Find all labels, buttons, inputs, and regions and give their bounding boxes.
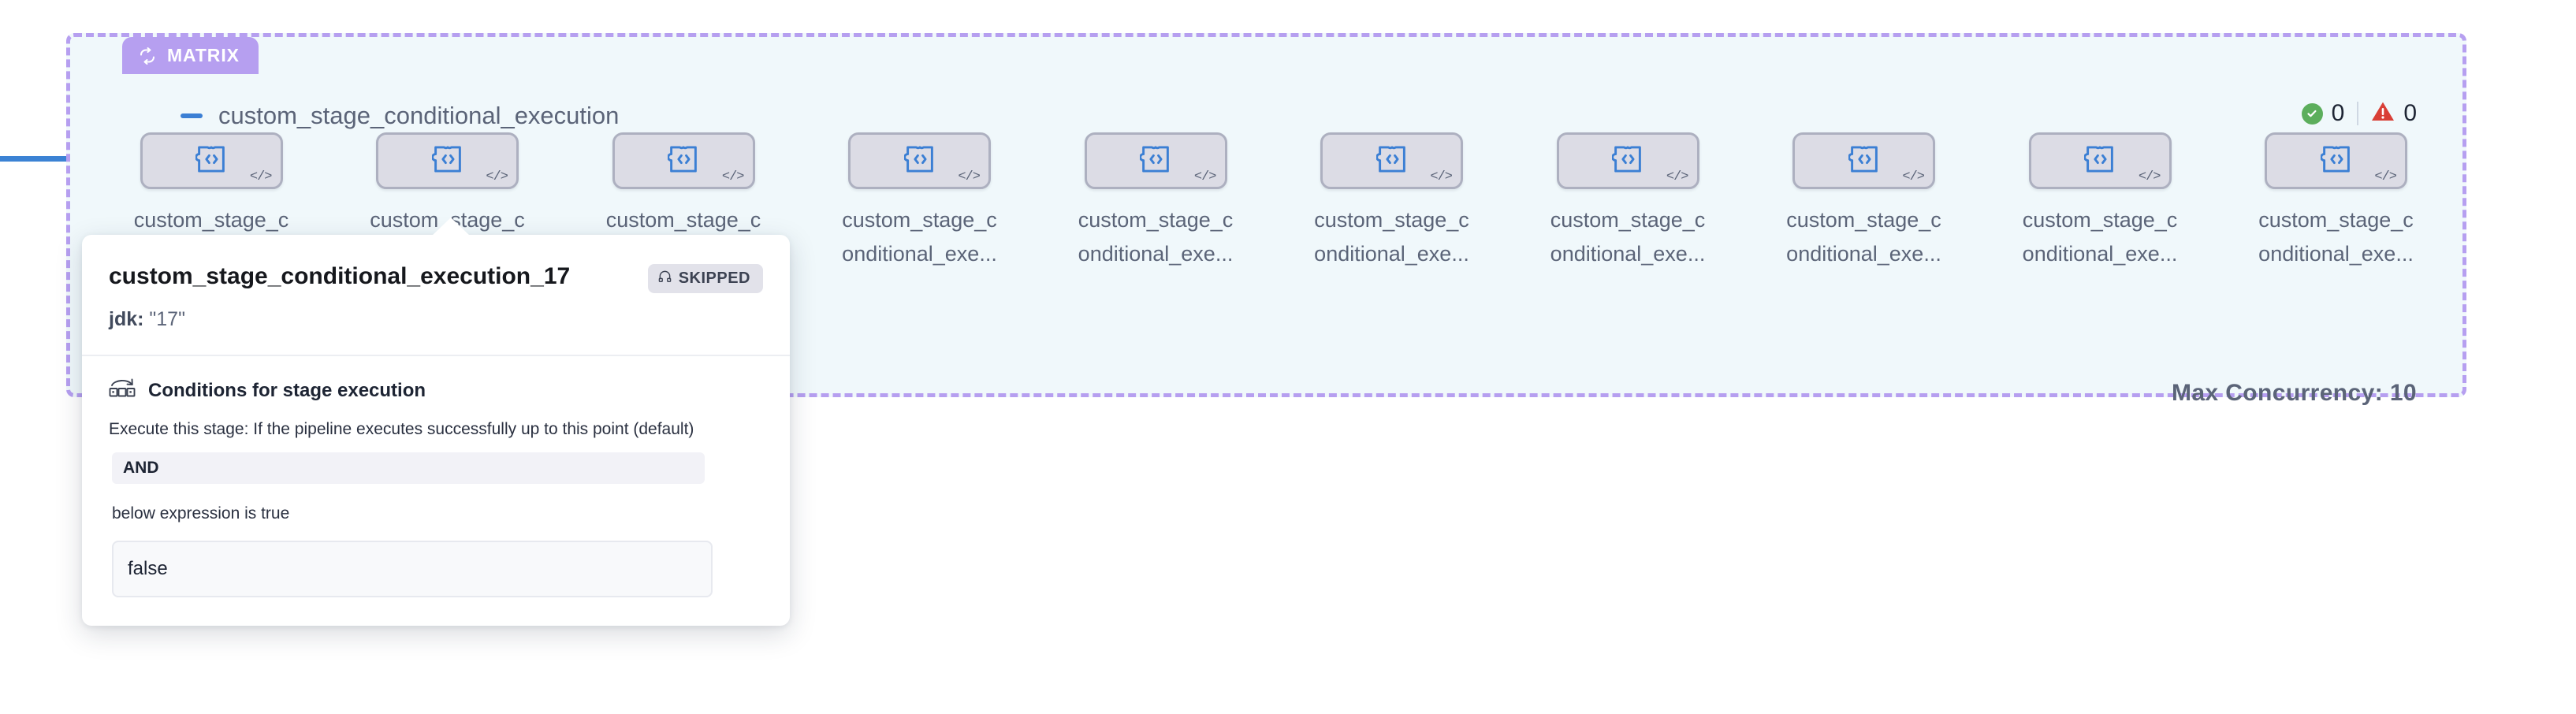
stage-node-box[interactable]: </> bbox=[1792, 132, 1935, 189]
condition-expression: false bbox=[112, 541, 713, 597]
custom-stage-code-icon bbox=[2319, 143, 2352, 179]
stage-node-label-line2: onditional_exe... bbox=[1078, 242, 1234, 266]
stage-header[interactable]: custom_stage_conditional_execution bbox=[181, 102, 619, 130]
code-tag-icon: </> bbox=[486, 169, 508, 184]
popover-parameter-key: jdk: bbox=[109, 308, 144, 330]
popover-parameter: jdk: "17" bbox=[109, 308, 763, 331]
popover-arrow bbox=[432, 218, 470, 236]
condition-operator: AND bbox=[112, 452, 705, 484]
stage-node-10[interactable]: </> custom_stage_c onditional_exe... bbox=[2253, 132, 2420, 271]
stage-node-box[interactable]: </> bbox=[1320, 132, 1463, 189]
popover-parameter-value: "17" bbox=[149, 308, 185, 330]
warning-triangle-icon bbox=[2371, 101, 2395, 126]
stage-node-7[interactable]: </> custom_stage_c onditional_exe... bbox=[1544, 132, 1711, 271]
custom-stage-code-icon bbox=[667, 143, 699, 179]
success-counter: 0 bbox=[2301, 100, 2345, 127]
warning-counter: 0 bbox=[2371, 100, 2417, 127]
stage-node-6[interactable]: </> custom_stage_c onditional_exe... bbox=[1308, 132, 1476, 271]
stage-node-label-line2: onditional_exe... bbox=[2022, 242, 2178, 266]
popover-divider bbox=[82, 355, 790, 356]
stage-details-popover: custom_stage_conditional_execution_17 SK… bbox=[82, 218, 790, 626]
stage-node-label: custom_stage_c onditional_exe... bbox=[1311, 203, 1472, 271]
stage-node-label-line1: custom_stage_c bbox=[1314, 208, 1469, 232]
custom-stage-code-icon bbox=[2083, 143, 2116, 179]
stage-node-label-line1: custom_stage_c bbox=[133, 208, 289, 232]
success-count: 0 bbox=[2331, 100, 2345, 126]
code-tag-icon: </> bbox=[1902, 169, 1925, 184]
custom-stage-code-icon bbox=[1375, 143, 1408, 179]
custom-stage-code-icon bbox=[1139, 143, 1171, 179]
stage-node-box[interactable]: </> bbox=[140, 132, 283, 189]
stage-node-box[interactable]: </> bbox=[2028, 132, 2172, 189]
conditions-heading: Conditions for stage execution bbox=[148, 379, 426, 401]
conditions-header: Conditions for stage execution bbox=[109, 377, 763, 404]
stage-node-label: custom_stage_c onditional_exe... bbox=[2019, 203, 2181, 271]
stage-node-label: custom_stage_c onditional_exe... bbox=[1075, 203, 1237, 271]
conditions-icon bbox=[109, 377, 136, 404]
custom-stage-code-icon bbox=[1611, 143, 1644, 179]
stage-node-label-line2: onditional_exe... bbox=[1550, 242, 1706, 266]
stage-node-label: custom_stage_c onditional_exe... bbox=[839, 203, 1000, 271]
stage-node-box[interactable]: </> bbox=[2265, 132, 2407, 189]
stage-node-8[interactable]: </> custom_stage_c onditional_exe... bbox=[1781, 132, 1948, 271]
stage-node-label-line1: custom_stage_c bbox=[2022, 208, 2178, 232]
stage-node-label: custom_stage_c onditional_exe... bbox=[1783, 203, 1945, 271]
code-tag-icon: </> bbox=[249, 169, 273, 184]
code-tag-icon: </> bbox=[721, 169, 745, 184]
stage-node-label-line2: onditional_exe... bbox=[2258, 242, 2414, 266]
popover-body: Conditions for stage execution Execute t… bbox=[82, 356, 790, 626]
loop-icon bbox=[138, 46, 157, 65]
minus-icon[interactable] bbox=[181, 113, 203, 118]
custom-stage-code-icon bbox=[195, 143, 227, 179]
stage-node-label-line2: onditional_exe... bbox=[842, 242, 997, 266]
stage-node-label-line1: custom_stage_c bbox=[2258, 208, 2414, 232]
stage-node-9[interactable]: </> custom_stage_c onditional_exe... bbox=[2016, 132, 2183, 271]
status-badge-label: SKIPPED bbox=[678, 270, 750, 287]
matrix-badge-label: MATRIX bbox=[167, 45, 240, 65]
stage-title: custom_stage_conditional_execution bbox=[218, 102, 620, 129]
max-concurrency-label: Max Concurrency: 10 bbox=[2171, 380, 2417, 406]
popover-header: custom_stage_conditional_execution_17 SK… bbox=[82, 235, 790, 355]
custom-stage-code-icon bbox=[430, 143, 463, 179]
stage-node-label-line1: custom_stage_c bbox=[842, 208, 997, 232]
stage-node-5[interactable]: </> custom_stage_c onditional_exe... bbox=[1072, 132, 1239, 271]
stage-node-label: custom_stage_c onditional_exe... bbox=[1547, 203, 1709, 271]
stage-nodes-row: </> custom_stage_c onditional_exe... </> cus… bbox=[0, 132, 2576, 322]
custom-stage-code-icon bbox=[903, 143, 936, 179]
stage-node-label-line2: onditional_exe... bbox=[1314, 242, 1469, 266]
custom-stage-code-icon bbox=[1847, 143, 1880, 179]
matrix-badge[interactable]: MATRIX bbox=[122, 37, 259, 74]
code-tag-icon: </> bbox=[2374, 169, 2397, 184]
condition-note: below expression is true bbox=[112, 504, 290, 522]
stage-node-label-line1: custom_stage_c bbox=[1078, 208, 1234, 232]
stage-node-box[interactable]: </> bbox=[1084, 132, 1227, 189]
skipped-icon bbox=[658, 270, 672, 288]
warning-count: 0 bbox=[2403, 100, 2417, 126]
stage-node-label: custom_stage_c onditional_exe... bbox=[2255, 203, 2417, 271]
stage-node-label-line2: onditional_exe... bbox=[1786, 242, 1941, 266]
check-circle-icon bbox=[2301, 102, 2323, 125]
status-divider bbox=[2357, 102, 2359, 125]
incoming-connector-line bbox=[0, 156, 76, 162]
code-tag-icon: </> bbox=[2138, 169, 2161, 184]
stage-node-label-line1: custom_stage_c bbox=[1550, 208, 1706, 232]
popover-title: custom_stage_conditional_execution_17 bbox=[109, 263, 571, 289]
stage-node-box[interactable]: </> bbox=[612, 132, 755, 189]
stage-node-box[interactable]: </> bbox=[1556, 132, 1699, 189]
conditions-description: Execute this stage: If the pipeline exec… bbox=[109, 420, 694, 438]
stage-node-box[interactable]: </> bbox=[848, 132, 991, 189]
code-tag-icon: </> bbox=[1666, 169, 1689, 184]
status-counters: 0 0 bbox=[2301, 100, 2417, 127]
stage-node-4[interactable]: </> custom_stage_c onditional_exe... bbox=[836, 132, 1003, 271]
code-tag-icon: </> bbox=[958, 169, 981, 184]
code-tag-icon: </> bbox=[1193, 169, 1217, 184]
stage-node-label-line1: custom_stage_c bbox=[605, 208, 761, 232]
code-tag-icon: </> bbox=[1430, 169, 1453, 184]
status-badge: SKIPPED bbox=[647, 264, 763, 293]
stage-node-label-line1: custom_stage_c bbox=[1786, 208, 1941, 232]
stage-node-box[interactable]: </> bbox=[376, 132, 519, 189]
